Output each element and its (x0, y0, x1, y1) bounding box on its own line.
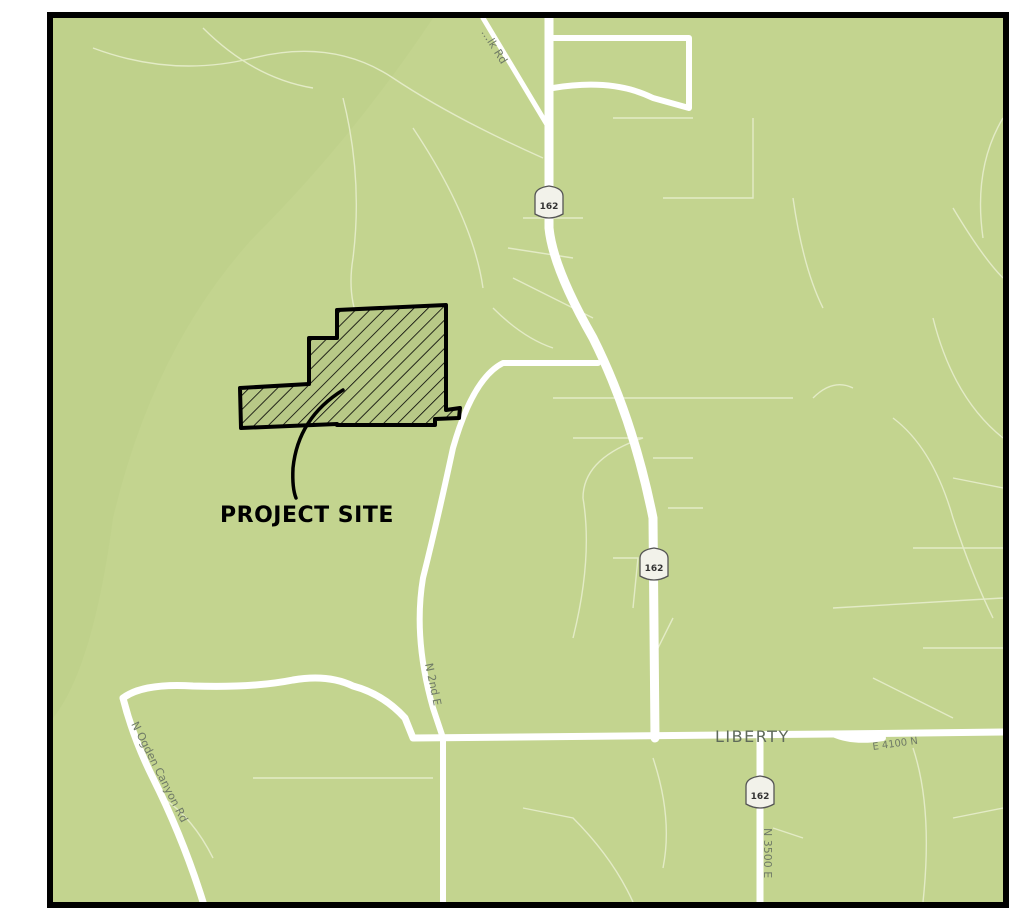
project-site-label: PROJECT SITE (220, 503, 394, 528)
terrain-shading (53, 18, 433, 718)
major-roads (119, 18, 1003, 902)
svg-text:162: 162 (751, 792, 770, 802)
project-site-polygon (238, 303, 462, 430)
project-site-leader-line (291, 388, 345, 500)
minor-roads (92, 27, 1003, 902)
map-canvas: PROJECT SITE 162 162 162 …lk Rd N 2nd E … (53, 18, 1003, 902)
route-shield-162-south: 162 (745, 775, 775, 809)
svg-text:162: 162 (540, 202, 559, 212)
route-shield-162-center: 162 (639, 547, 669, 581)
map-frame: PROJECT SITE 162 162 162 …lk Rd N 2nd E … (47, 12, 1009, 908)
svg-text:162: 162 (645, 564, 664, 574)
road-label-n-3500-e: N 3500 E (761, 828, 774, 878)
place-label-liberty: LIBERTY (715, 727, 790, 746)
route-shield-162-north: 162 (534, 185, 564, 219)
